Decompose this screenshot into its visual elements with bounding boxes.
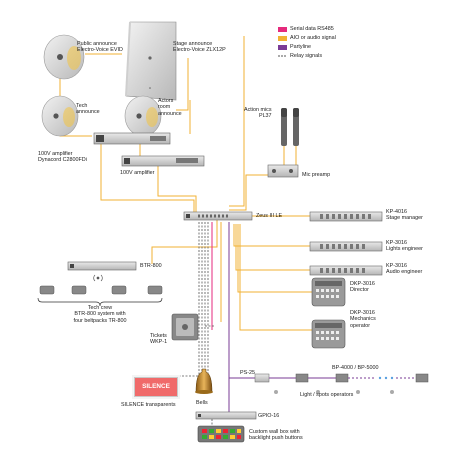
beltpack-bp-3-icon	[415, 373, 429, 383]
label-btr-crew: Tech crew BTR-800 system with four beltp…	[73, 305, 127, 324]
label-amplifier-dynacord: 100V amplifier Dynacord C2800FDi	[38, 151, 87, 164]
zeus-matrix-icon	[183, 211, 253, 221]
ps25-icon	[254, 373, 270, 383]
speaker-stage-icon	[125, 21, 177, 101]
label-action-mics: Action mics PL37	[244, 107, 272, 120]
chain-dots	[378, 376, 394, 380]
beltpack-bp-2-icon	[335, 373, 349, 383]
label-bells: Bells	[196, 400, 208, 406]
legend-audio: AIO or audio signal	[290, 35, 336, 41]
gpio16-icon	[195, 411, 257, 420]
partyline-lines	[228, 222, 255, 412]
label-station-dkp3016-mechanics: DKP-3016 Mechanics operator	[350, 310, 376, 329]
amplifier-dynacord-icon	[93, 132, 171, 145]
speaker-public-icon	[43, 34, 85, 80]
legend-relay: Relay signals	[290, 53, 323, 59]
bell-icon	[195, 368, 213, 394]
label-tickets: Tickets WKP-1	[150, 333, 168, 346]
beltpacks-icon	[39, 285, 163, 295]
legend-partyline: Partyline	[290, 44, 311, 50]
station-kp3016-audio-icon	[309, 265, 383, 276]
station-dkp3016-director-icon	[311, 277, 346, 307]
label-ps25: PS-25	[240, 370, 255, 376]
action-mics-icon	[281, 108, 299, 146]
label-station-kp3016-audio: KP-3016 Audio engineer	[386, 263, 423, 276]
label-light-spots: Light / spots operators	[300, 392, 354, 398]
legend-swatch-partyline	[278, 45, 287, 50]
label-gpio16: GPIO-16	[258, 413, 280, 419]
relay-lines	[180, 222, 214, 384]
label-station-kp3016-lights: KP-3016 Lights engineer	[386, 240, 423, 253]
station-lines	[232, 215, 312, 331]
beltpacks-brace	[37, 297, 163, 307]
speaker-actors-icon	[124, 95, 162, 137]
amplifier-generic-icon	[121, 155, 205, 167]
btr800-base-icon	[67, 261, 137, 271]
mic-preamp-icon	[267, 164, 299, 178]
label-public-announce: Public announce Electro-Voice EVID	[77, 41, 123, 54]
wallbox-icon	[197, 425, 245, 443]
speaker-tech-icon	[41, 95, 79, 137]
legend-swatch-serial	[278, 27, 287, 32]
beltpack-bp-1-icon	[295, 373, 309, 383]
label-amplifier-generic: 100V amplifier	[120, 170, 155, 176]
station-dkp3016-mechanics-icon	[311, 319, 346, 349]
partyline-chain	[254, 373, 429, 394]
label-zeus: Zeus III LE	[256, 213, 283, 219]
tickets-wkp1-icon	[171, 313, 199, 341]
legend-serial: Serial data RS485	[290, 26, 334, 32]
label-station-dkp3016-director: DKP-3016 Director	[350, 281, 375, 294]
wireless-signal-icon	[93, 274, 103, 282]
label-wallbox: Custom wall box with backlight push butt…	[249, 429, 303, 442]
label-silence-transparents: SILENCE transparents	[121, 402, 176, 408]
label-stage-announce: Stage announce Electro-Voice ZLX12P	[173, 41, 226, 54]
label-station-kp4016: KP-4016 Stage manager	[386, 209, 423, 222]
label-btr800: BTR-800	[140, 263, 162, 269]
station-kp4016-icon	[309, 211, 383, 222]
label-tech-announce: Tech announce	[76, 103, 100, 116]
operator-headsets-icon	[274, 390, 394, 394]
audio-lines	[59, 36, 297, 322]
label-actors-announce: Actors room announce	[158, 98, 182, 117]
label-mic-preamp: Mic preamp	[302, 172, 331, 178]
legend-swatch-audio	[278, 36, 287, 41]
label-bp4000: BP-4000 / BP-5000	[332, 365, 379, 371]
station-kp3016-lights-icon	[309, 241, 383, 252]
silence-sign: SILENCE	[134, 377, 178, 397]
